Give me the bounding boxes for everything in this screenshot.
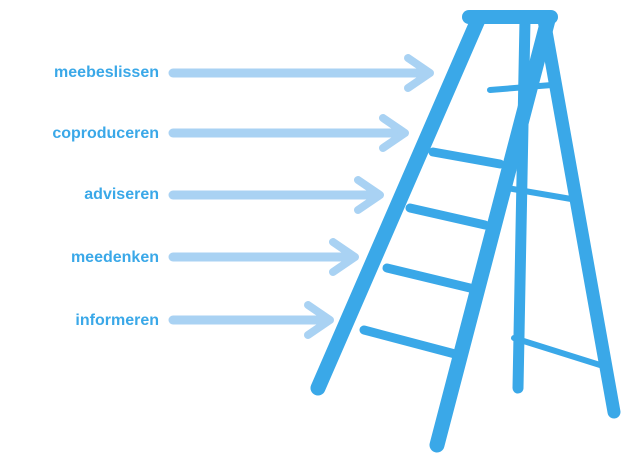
arrow-head [329, 238, 359, 276]
back-rung [511, 335, 603, 368]
arrow-adviseren [168, 176, 384, 214]
arrow-head [354, 176, 384, 214]
front-rung [428, 147, 505, 169]
back-leg [512, 14, 531, 394]
arrow-meebeslissen [168, 54, 434, 92]
arrow-informeren [168, 301, 334, 339]
arrows-group [168, 54, 434, 339]
stepladder-icon [310, 10, 621, 453]
ladder-top-platform [462, 10, 558, 24]
step-label-meedenken: meedenken [70, 249, 159, 266]
back-leg [537, 13, 621, 419]
front-rung [405, 203, 490, 230]
front-leg [429, 12, 556, 453]
arrow-meedenken [168, 238, 359, 276]
arrow-coproduceren [168, 114, 409, 152]
step-label-adviseren: adviseren [84, 186, 159, 203]
step-label-meebeslissen: meebeslissen [54, 64, 159, 81]
arrow-head [379, 114, 409, 152]
front-leg [310, 12, 486, 396]
step-label-coproduceren: coproduceren [52, 125, 159, 142]
arrow-head [304, 301, 334, 339]
front-rung [359, 325, 460, 359]
step-label-informeren: informeren [75, 312, 159, 329]
front-rung [382, 263, 475, 293]
arrow-head [404, 54, 434, 92]
